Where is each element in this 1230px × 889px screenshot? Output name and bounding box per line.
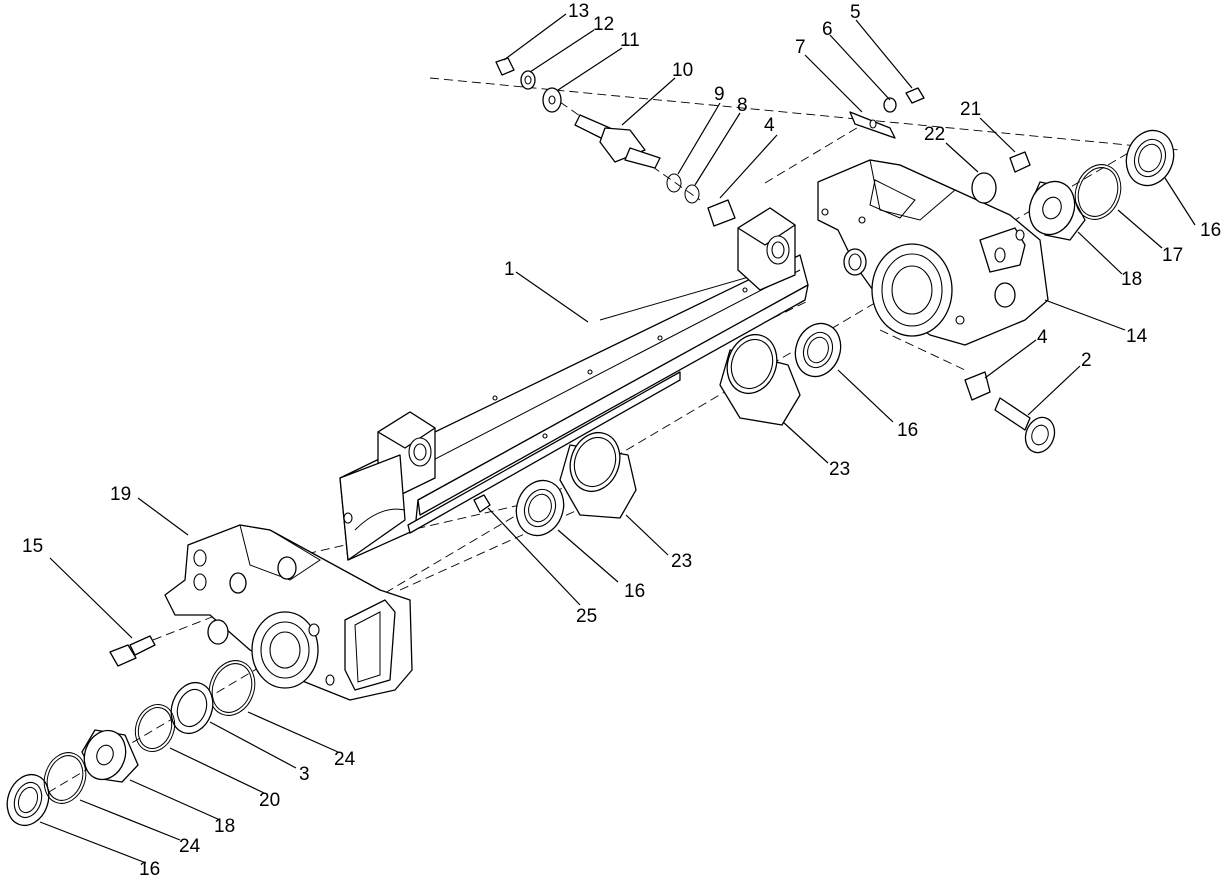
part-6-washer [883, 97, 897, 113]
callout-23-right: 23 [829, 459, 850, 480]
part-2-pivot-bolt [994, 397, 1056, 454]
callout-6: 6 [822, 19, 833, 40]
callout-3: 3 [299, 764, 310, 785]
part-10-pin [574, 114, 661, 169]
callout-4-upper: 4 [764, 115, 775, 136]
callout-4-lower: 4 [1037, 327, 1048, 348]
part-18-bearing-left [81, 729, 139, 783]
part-16-seal-front [6, 773, 50, 827]
part-24-o-ring-left-outer [43, 752, 87, 804]
callout-10: 10 [672, 60, 693, 81]
part-16-seal-left-mid [515, 479, 565, 537]
callout-23-left: 23 [671, 551, 692, 572]
part-16-seal-rear [1125, 129, 1175, 187]
part-16-seal-right-mid [794, 322, 842, 378]
part-15-bolt [109, 635, 156, 667]
callout-16-right-mid: 16 [897, 420, 918, 441]
part-3-shim [170, 681, 214, 735]
part-12-spring [520, 70, 536, 90]
callout-1: 1 [504, 259, 515, 280]
callout-9: 9 [714, 84, 725, 105]
callout-11: 11 [620, 30, 640, 51]
part-18-bearing-right [1028, 180, 1086, 241]
part-20-snap-ring [134, 704, 176, 752]
callout-24-outer: 24 [179, 836, 201, 857]
part-23-sleeve-left [559, 431, 637, 519]
part-1-axle-beam [339, 207, 809, 561]
part-17-o-ring [1074, 164, 1122, 220]
callout-5: 5 [850, 2, 861, 23]
callout-17: 17 [1162, 245, 1183, 266]
callout-7: 7 [795, 37, 806, 58]
callout-13: 13 [568, 1, 589, 22]
part-19-left-housing [164, 524, 413, 701]
part-5-screw [905, 87, 925, 104]
callout-19: 19 [110, 484, 131, 505]
callout-21: 21 [960, 99, 981, 120]
part-22-spacer [971, 172, 997, 204]
callout-24-inner: 24 [334, 749, 356, 770]
callout-15: 15 [22, 536, 43, 557]
callout-22: 22 [924, 124, 945, 145]
part-9-retaining-ring [666, 173, 682, 193]
callout-2: 2 [1081, 350, 1092, 371]
callout-16-front: 16 [139, 859, 160, 880]
part-4-bushing-upper [707, 199, 736, 227]
part-13-nut [495, 57, 515, 76]
part-7-bracket [849, 111, 896, 139]
callout-16-rear: 16 [1200, 220, 1221, 241]
part-24-o-ring-left-inner [208, 660, 256, 716]
part-4-bushing-lower [964, 371, 991, 401]
callout-20: 20 [259, 790, 280, 811]
part-11-washer [542, 87, 562, 113]
callout-16-left-mid: 16 [624, 581, 645, 602]
part-21-pin [1009, 151, 1031, 173]
callout-25: 25 [576, 606, 597, 627]
callout-8: 8 [737, 95, 748, 116]
callout-labels: 1 2 3 4 4 5 6 7 8 9 10 11 12 13 14 15 16… [22, 1, 1221, 880]
callout-12: 12 [593, 14, 614, 35]
part-23-sleeve-right [719, 333, 801, 426]
callout-18-left: 18 [214, 816, 235, 837]
leader-lines [39, 13, 1196, 864]
callout-14: 14 [1126, 326, 1148, 347]
part-14-right-housing [817, 159, 1049, 346]
part-25-key [473, 494, 491, 513]
callout-18-right: 18 [1121, 269, 1142, 290]
part-8-washer [684, 184, 700, 204]
